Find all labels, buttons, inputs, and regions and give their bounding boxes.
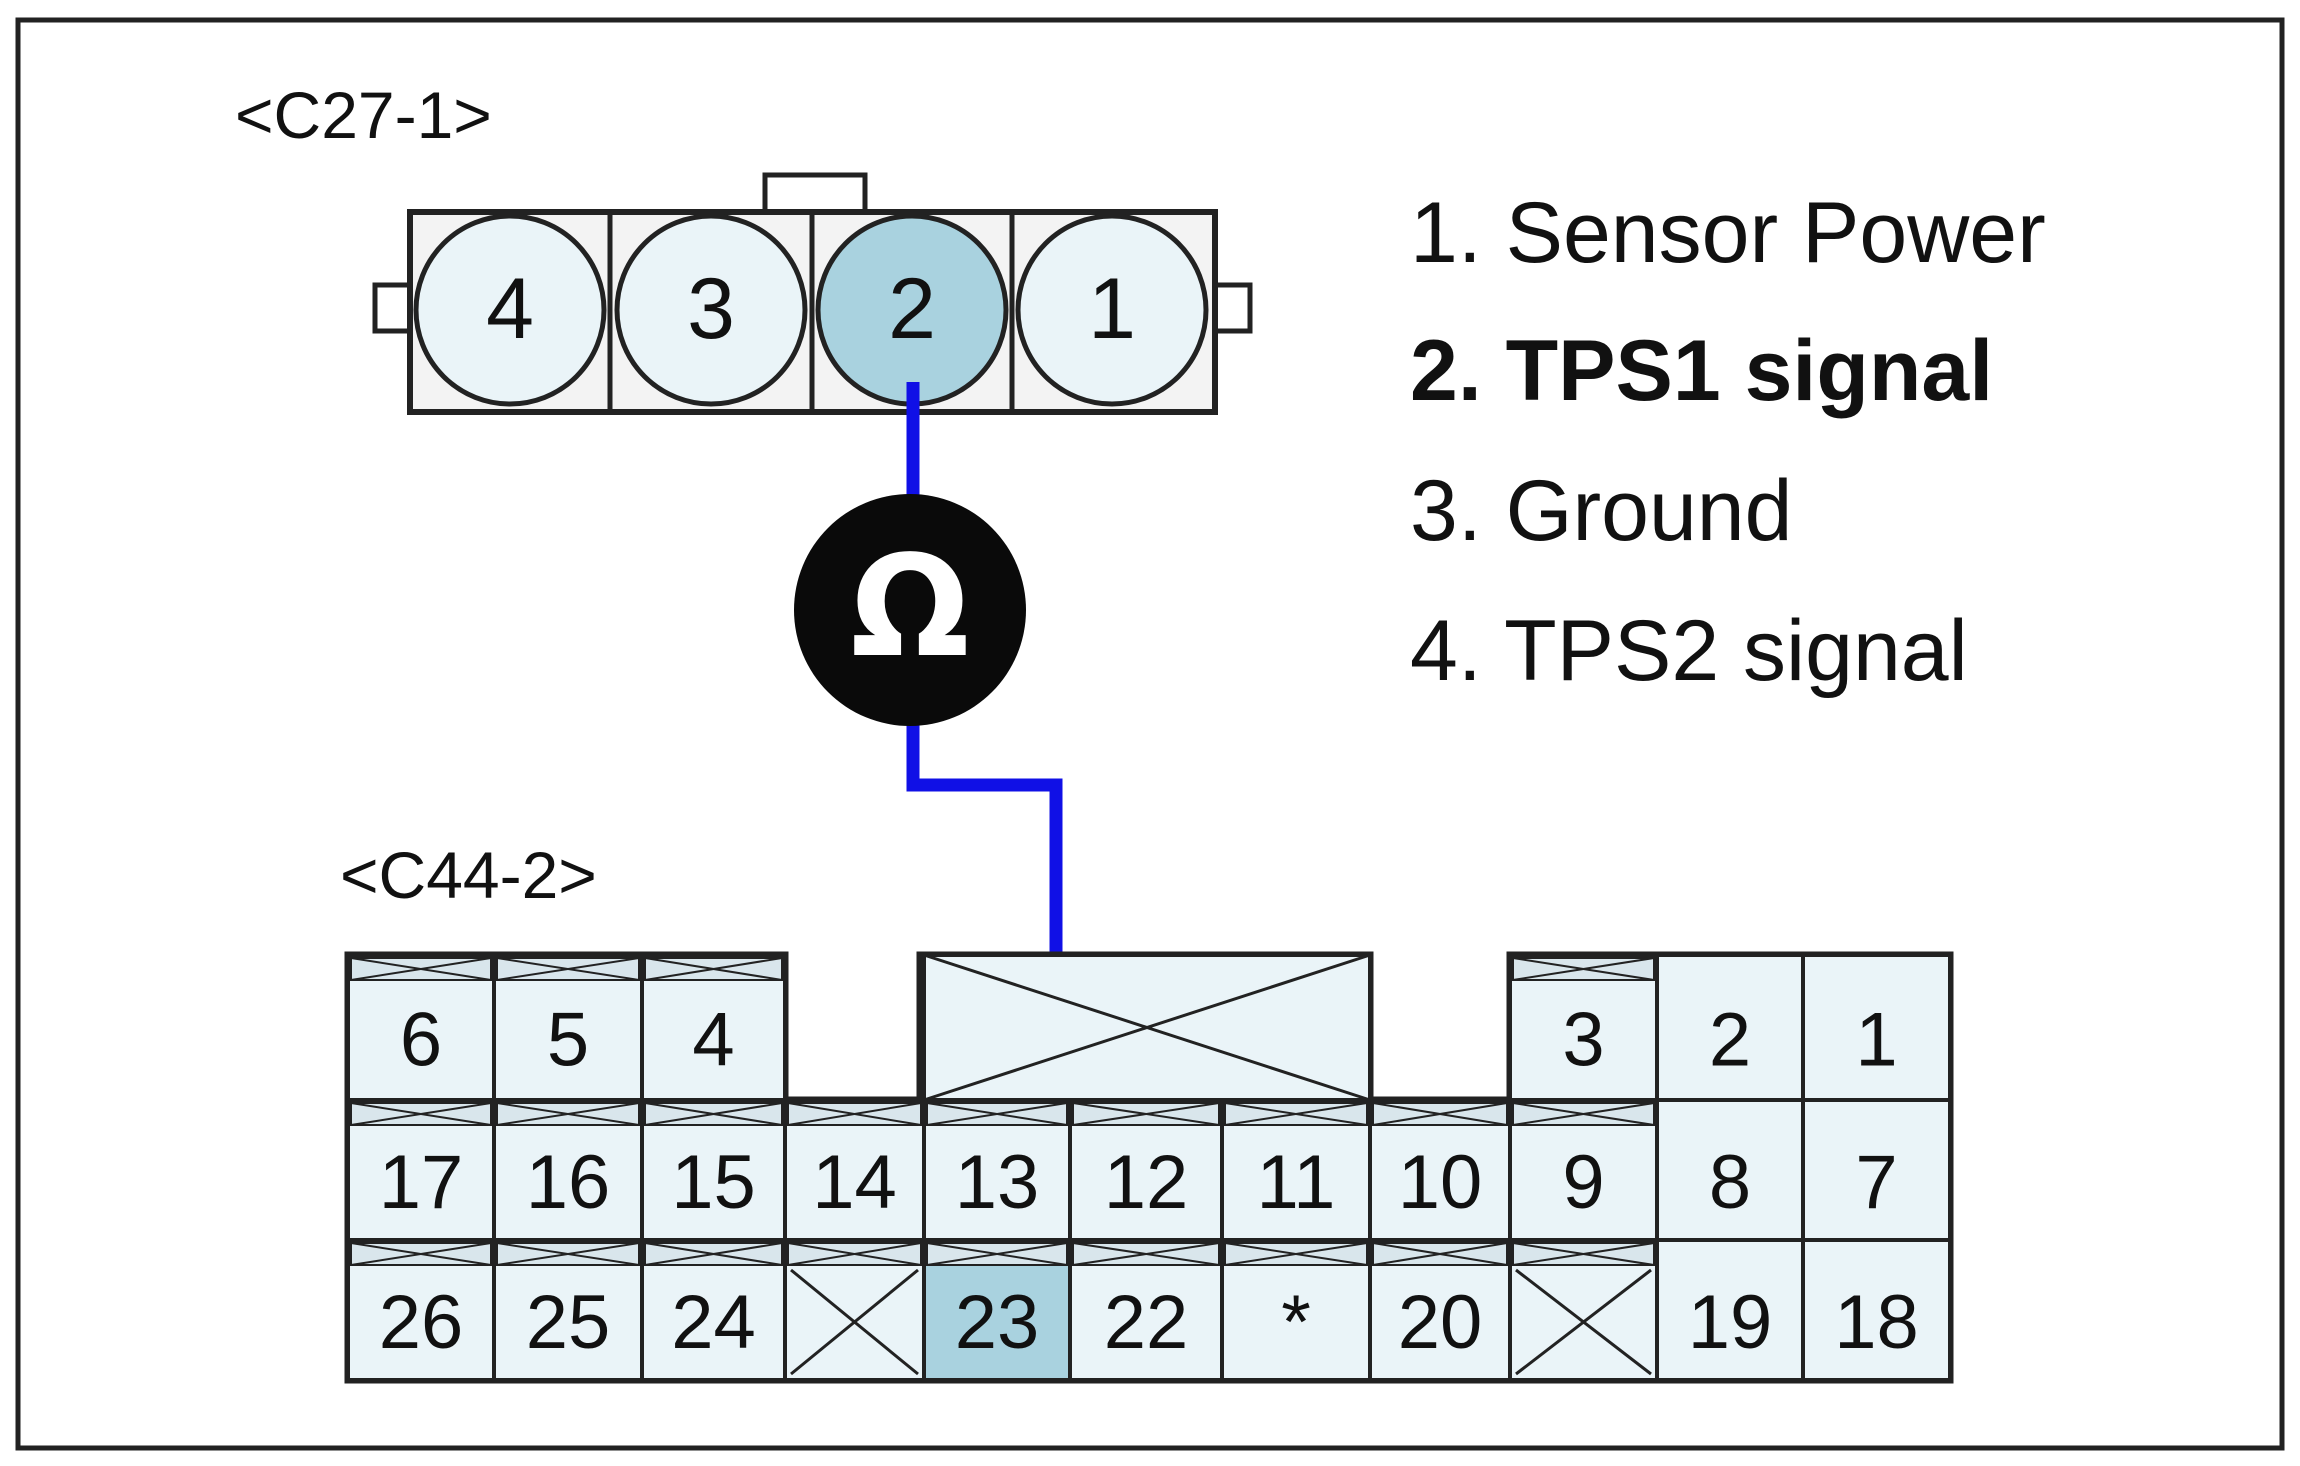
pin-3-circle [614, 213, 808, 407]
cavity-15-label: 15 [671, 1140, 756, 1225]
pin-4-circle [413, 213, 607, 407]
connector-label-c27-1: <C27-1> [235, 78, 492, 152]
cavity-11-label: 11 [1257, 1140, 1336, 1225]
legend-item-1: 1. Sensor Power [1410, 185, 2046, 281]
cavity-13-label: 13 [955, 1140, 1040, 1225]
cavity-9-label: 9 [1562, 1140, 1604, 1225]
cavity-16-label: 16 [526, 1140, 611, 1225]
ohmmeter-icon: Ω [794, 494, 1026, 726]
cavity-7-label: 7 [1855, 1140, 1897, 1225]
cavity-3-label: 3 [1562, 998, 1604, 1083]
cavity-1-label: 1 [1855, 998, 1897, 1083]
connector-label-c44-2: <C44-2> [340, 838, 597, 912]
cavity-20-label: 20 [1398, 1280, 1483, 1365]
connector-c44-2: 6 5 4 3 2 1 17 16 15 14 13 12 11 10 9 8 7 26 25 24 23 22 * 20 19… [344, 951, 1954, 1384]
cavity-10-label: 10 [1398, 1140, 1483, 1225]
legend-item-2: 2. TPS1 signal [1410, 323, 1993, 419]
legend-item-3: 3. Ground [1410, 463, 1792, 559]
cavity-19-cell [1655, 1238, 1805, 1382]
svg-text:Ω: Ω [850, 526, 969, 689]
cavity-24-label: 24 [671, 1280, 756, 1365]
cavity-5-label: 5 [547, 998, 589, 1083]
pin-2-label: 2 [888, 261, 936, 357]
connector-side-tab-left [372, 282, 416, 334]
cavity-4-label: 4 [692, 998, 734, 1083]
connector-c27-1: 4 3 2 1 [372, 172, 1253, 415]
cavity-18-cell [1801, 1238, 1952, 1382]
cavity-25-label: 25 [526, 1280, 611, 1365]
pin-legend: 1. Sensor Power 2. TPS1 signal 3. Ground 4.… [1410, 185, 2046, 699]
legend-item-4: 4. TPS2 signal [1410, 603, 1968, 699]
cavity-8-label: 8 [1709, 1140, 1751, 1225]
pin-1-circle [1015, 213, 1209, 407]
cavity-26-label: 26 [379, 1280, 464, 1365]
cavity-19-label: 19 [1688, 1280, 1773, 1365]
pin-4-label: 4 [486, 261, 534, 357]
pin-1-label: 1 [1088, 261, 1136, 357]
cavity-*-label: * [1281, 1280, 1311, 1365]
cavity-2-label: 2 [1709, 998, 1751, 1083]
cavity-6-label: 6 [400, 998, 442, 1083]
cavity-18-label: 18 [1834, 1280, 1919, 1365]
cavity-12-label: 12 [1104, 1140, 1189, 1225]
cavity-23-label: 23 [955, 1280, 1040, 1365]
cavity-14-label: 14 [812, 1140, 897, 1225]
cavity-1-cell [1801, 953, 1952, 1102]
cavity-17-label: 17 [379, 1140, 464, 1225]
cavity-22-label: 22 [1104, 1280, 1189, 1365]
pin-3-label: 3 [687, 261, 735, 357]
cavity-7-cell [1801, 1098, 1952, 1242]
